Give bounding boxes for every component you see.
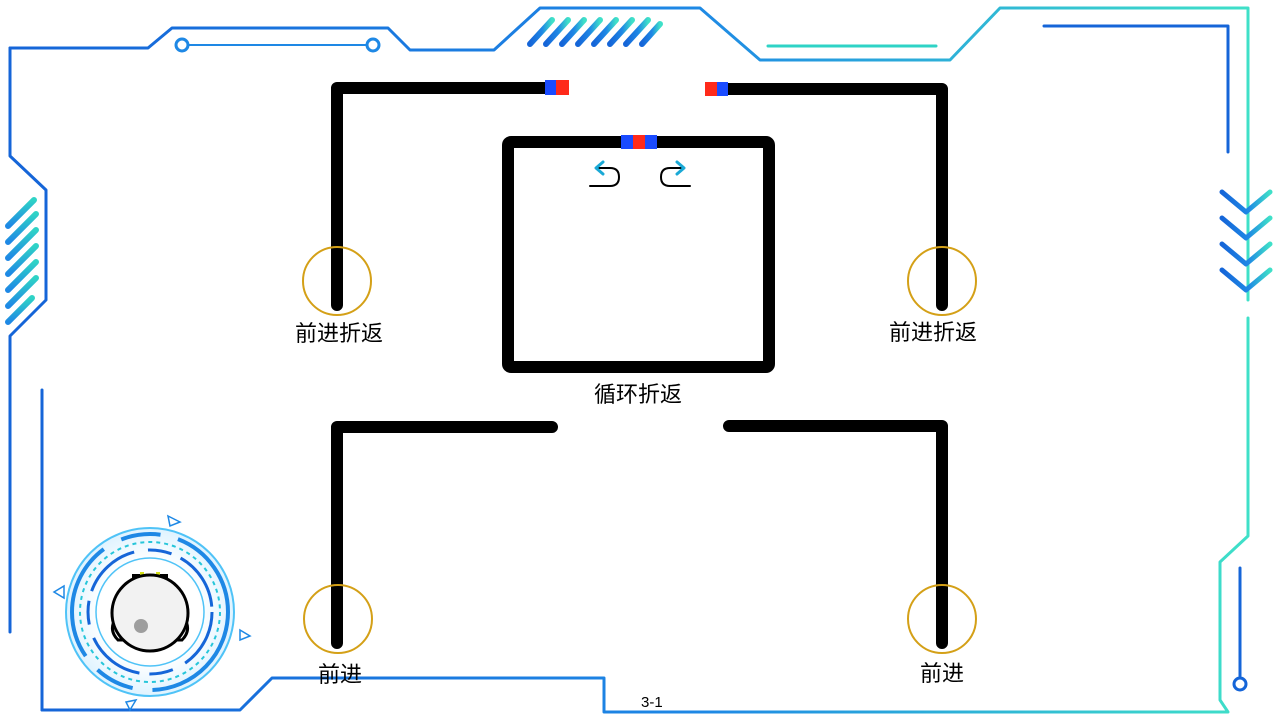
frame-node-left bbox=[176, 39, 188, 51]
label-top-left: 前进折返 bbox=[295, 324, 383, 346]
frame-node-right bbox=[367, 39, 379, 51]
label-top-right: 前进折返 bbox=[889, 323, 977, 345]
u-turn-right-icon bbox=[661, 162, 690, 186]
label-bottom-right: 前进 bbox=[920, 664, 964, 686]
frame-top-right-inner bbox=[1044, 26, 1228, 152]
marker-blue bbox=[621, 135, 633, 149]
frame-top-stripes bbox=[530, 20, 660, 44]
badge-triangle bbox=[168, 516, 180, 526]
badge-triangle bbox=[54, 586, 64, 598]
tracks bbox=[337, 88, 942, 643]
endpoint-circles bbox=[303, 247, 976, 653]
marker-red bbox=[633, 135, 645, 149]
robot-badge bbox=[54, 516, 250, 710]
marker-red bbox=[705, 82, 717, 96]
u-turn-left-icon bbox=[590, 162, 619, 186]
marker-blue bbox=[545, 80, 556, 95]
frame-node-bottom-right bbox=[1234, 678, 1246, 690]
robot-icon bbox=[112, 572, 188, 651]
page-number: 3-1 bbox=[641, 694, 663, 711]
track-loop bbox=[508, 142, 769, 367]
track-bottom-left bbox=[337, 427, 552, 643]
marker-red bbox=[556, 80, 569, 95]
badge-triangle bbox=[240, 630, 250, 640]
marker-blue bbox=[645, 135, 657, 149]
frame-left-stripes bbox=[8, 200, 36, 322]
track-top-left bbox=[337, 88, 546, 305]
marker-blue bbox=[717, 82, 728, 96]
chevron-down-icon bbox=[1222, 192, 1270, 290]
label-center: 循环折返 bbox=[594, 385, 682, 407]
frame-top-left-line bbox=[10, 8, 1248, 300]
label-bottom-left: 前进 bbox=[318, 665, 362, 687]
